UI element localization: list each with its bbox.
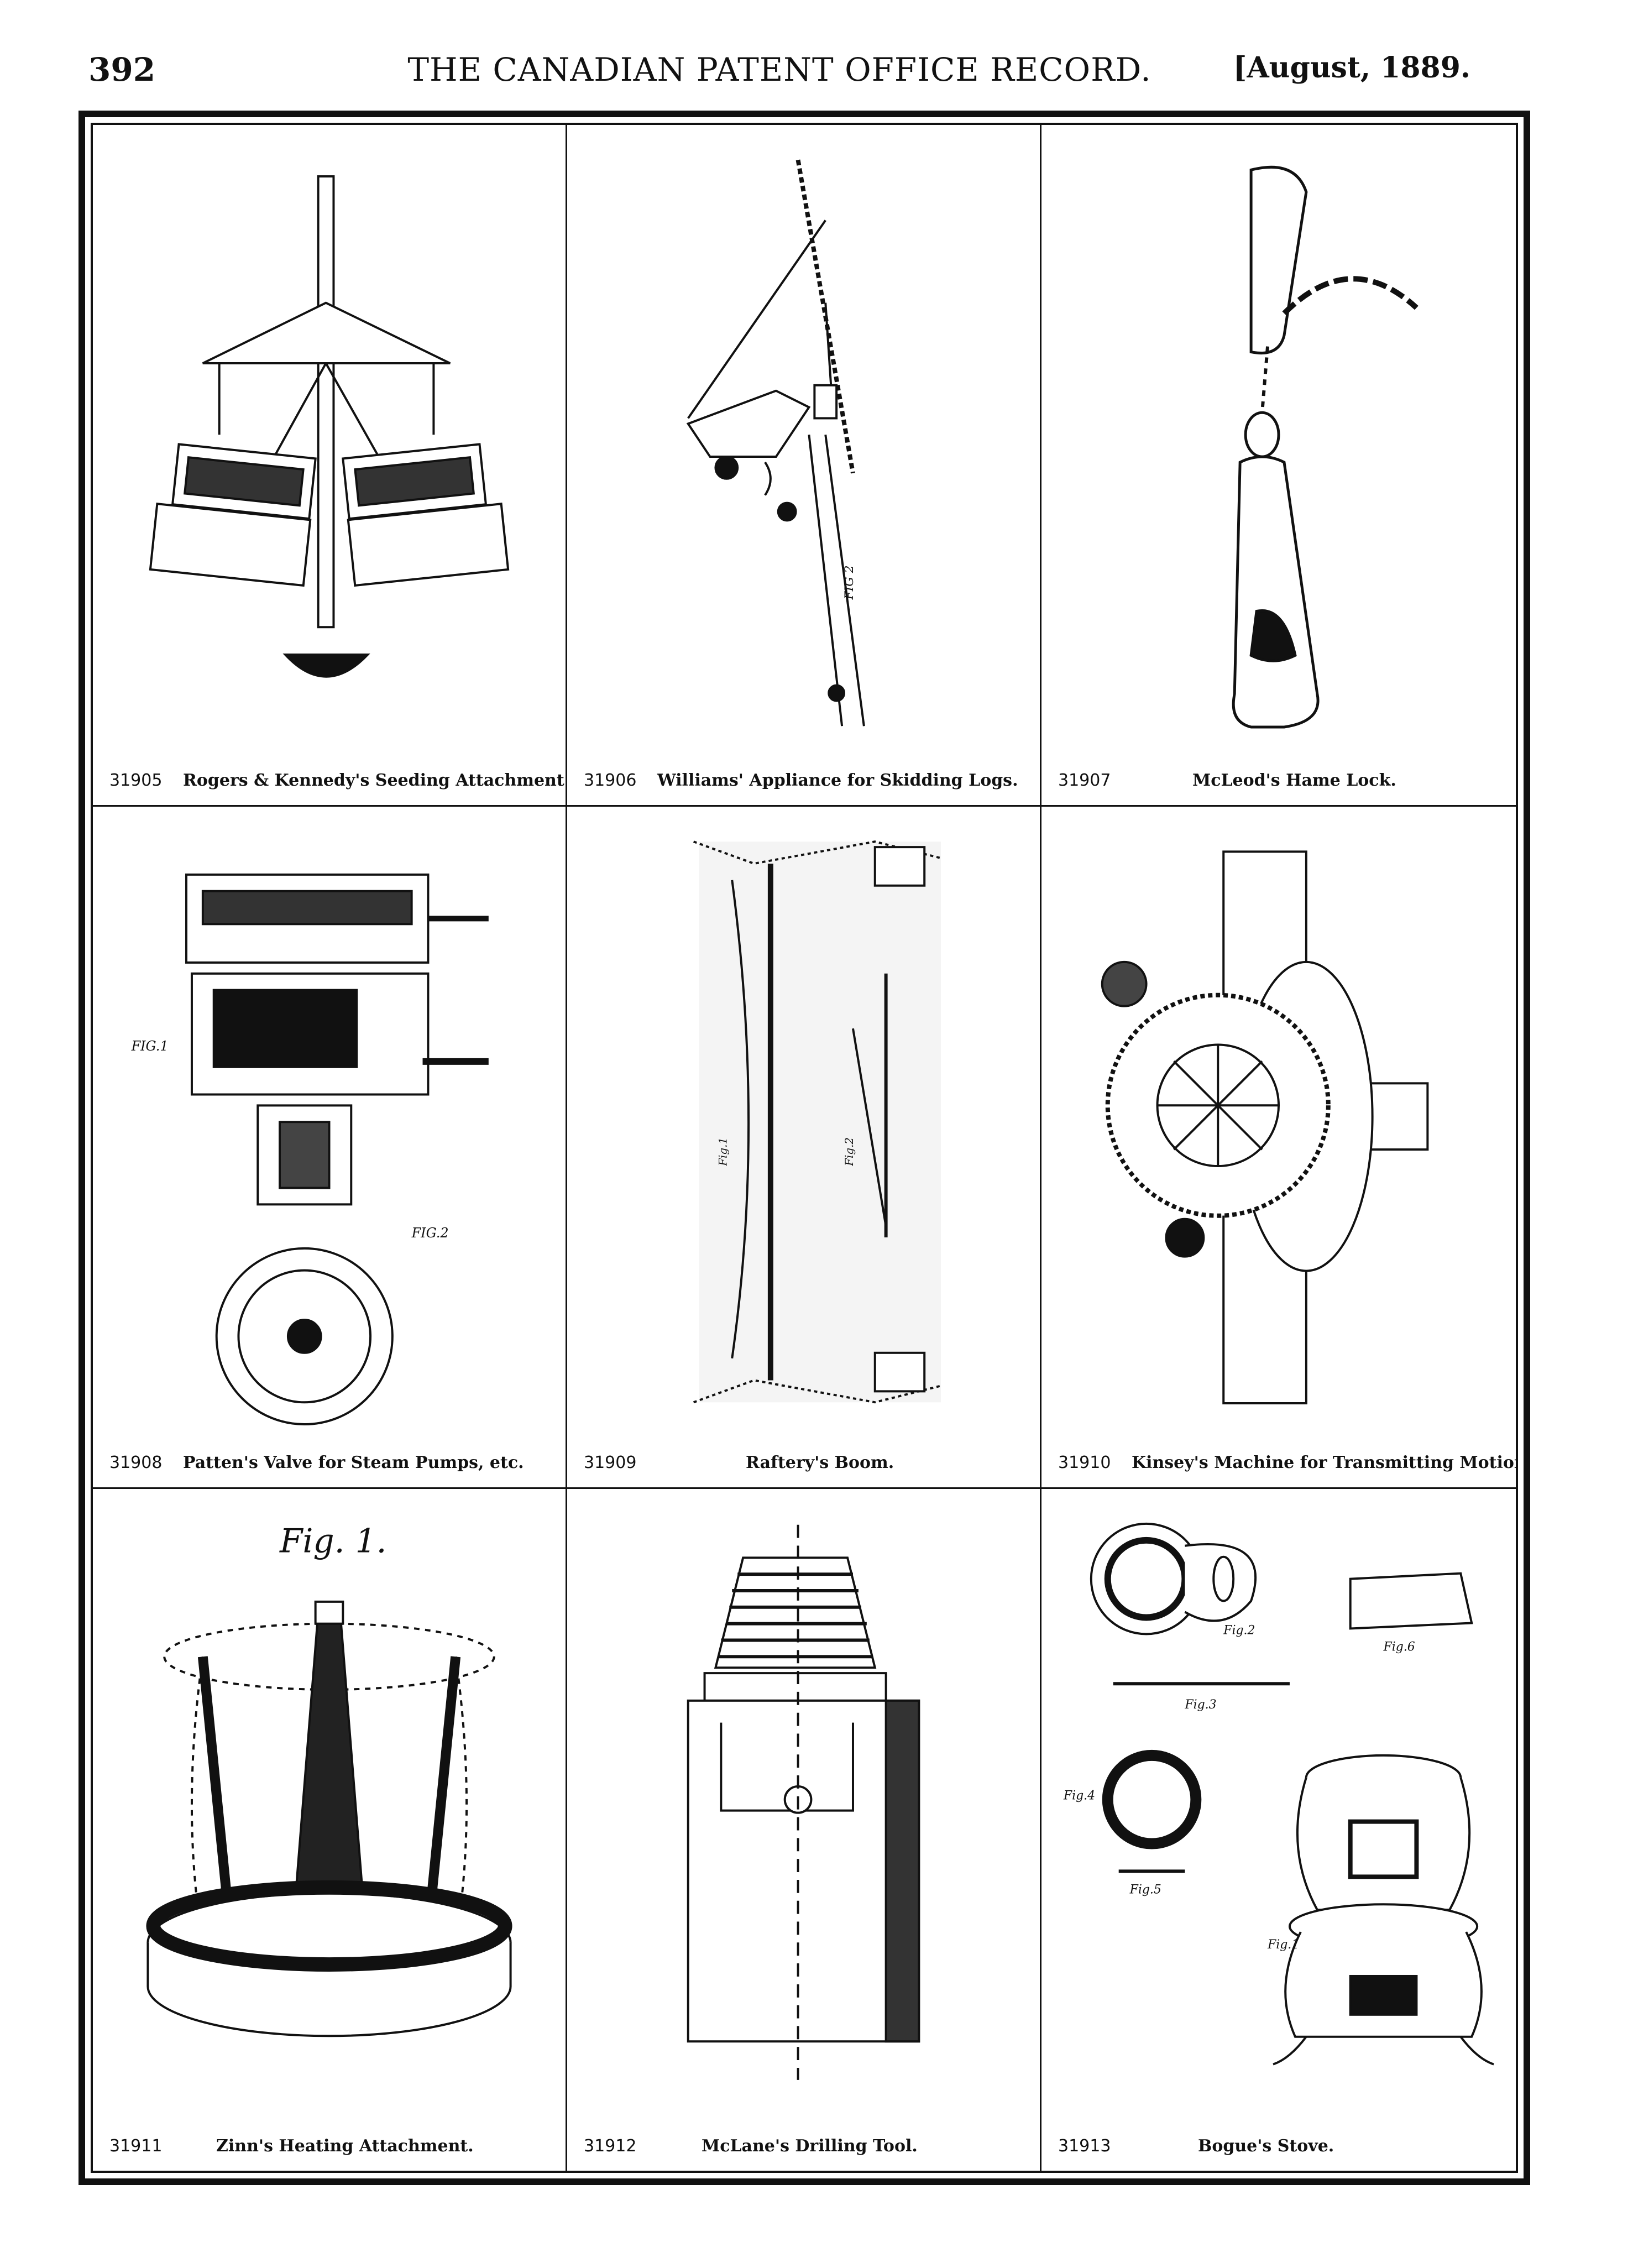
figure-hame-lock bbox=[1041, 125, 1516, 766]
patent-number: 31908 bbox=[109, 1452, 163, 1472]
patent-number: 31910 bbox=[1058, 1452, 1111, 1472]
patent-cell-31911: Fig. 1. 31911 Zinn's Heating Attachment. bbox=[93, 1488, 567, 2171]
figure-label: Fig.2 bbox=[843, 1137, 856, 1167]
page-header: 392 THE CANADIAN PATENT OFFICE RECORD. [… bbox=[88, 51, 1470, 95]
figure-label: Fig.5 bbox=[1129, 1883, 1161, 1896]
patent-caption: 31905 Rogers & Kennedy's Seeding Attachm… bbox=[109, 771, 566, 793]
patent-number: 31905 bbox=[109, 771, 163, 791]
figure-skidding-logs: FIG 2 bbox=[567, 125, 1040, 766]
patent-title: Williams' Appliance for Skidding Logs. bbox=[657, 771, 1018, 791]
patent-number: 31911 bbox=[109, 2136, 163, 2156]
patent-cell-31909: Fig.1 Fig.2 31909 Raftery's Boom. bbox=[567, 807, 1041, 1489]
page-number: 392 bbox=[88, 51, 156, 88]
figure-boom: Fig.1 Fig.2 bbox=[567, 807, 1040, 1448]
patent-title: Rogers & Kennedy's Seeding Attachment. bbox=[182, 771, 567, 791]
patent-title: Bogue's Stove. bbox=[1197, 2136, 1334, 2156]
figure-label: Fig.1 bbox=[716, 1137, 729, 1167]
figure-label: FIG 2 bbox=[842, 565, 856, 600]
patent-caption: 31911 Zinn's Heating Attachment. bbox=[109, 2136, 554, 2159]
patent-cell-31907: 31907 McLeod's Hame Lock. bbox=[1041, 125, 1516, 807]
patent-title: McLeod's Hame Lock. bbox=[1192, 771, 1396, 791]
patent-number: 31912 bbox=[584, 2136, 637, 2156]
patent-number: 31909 bbox=[584, 1452, 637, 1472]
figure-drilling-tool bbox=[567, 1489, 1040, 2132]
patent-grid: 31905 Rogers & Kennedy's Seeding Attachm… bbox=[91, 123, 1518, 2173]
figure-label: FIG.2 bbox=[411, 1225, 449, 1241]
patent-cell-31908: FIG.1 FIG.2 31908 Patten's Valve for Ste… bbox=[93, 807, 567, 1489]
figure-label: FIG.1 bbox=[131, 1038, 169, 1054]
patent-cell-31910: 31910 Kinsey's Machine for Transmitting … bbox=[1041, 807, 1516, 1489]
patent-caption: 31912 McLane's Drilling Tool. bbox=[584, 2136, 1029, 2159]
patent-number: 31907 bbox=[1058, 771, 1111, 791]
figure-label: Fig.4 bbox=[1063, 1789, 1095, 1802]
figure-label: Fig.3 bbox=[1184, 1698, 1216, 1712]
outer-border bbox=[78, 111, 1530, 2185]
patent-caption: 31909 Raftery's Boom. bbox=[584, 1453, 1029, 1475]
patent-caption: 31906 Williams' Appliance for Skidding L… bbox=[584, 771, 1029, 793]
patent-number: 31906 bbox=[584, 771, 637, 791]
patent-title: Zinn's Heating Attachment. bbox=[216, 2136, 474, 2156]
patent-title: Raftery's Boom. bbox=[745, 1452, 894, 1472]
patent-cell-31905: 31905 Rogers & Kennedy's Seeding Attachm… bbox=[93, 125, 567, 807]
patent-cell-31906: FIG 2 31906 Williams' Appliance for Skid… bbox=[567, 125, 1041, 807]
patent-title: Kinsey's Machine for Transmitting Motion bbox=[1131, 1452, 1516, 1472]
figure-label: Fig.6 bbox=[1383, 1640, 1415, 1654]
figure-transmitting-motion bbox=[1041, 807, 1516, 1448]
journal-title: THE CANADIAN PATENT OFFICE RECORD. bbox=[407, 51, 1152, 88]
issue-date: [August, 1889. bbox=[1233, 51, 1470, 85]
patent-number: 31913 bbox=[1058, 2136, 1111, 2156]
patent-title: McLane's Drilling Tool. bbox=[701, 2136, 918, 2156]
figure-stove: Fig.2 Fig.6 Fig.3 Fig.4 Fig.5 Fig.1 bbox=[1041, 1489, 1516, 2132]
patent-caption: 31907 McLeod's Hame Lock. bbox=[1058, 771, 1505, 793]
patent-cell-31913: Fig.2 Fig.6 Fig.3 Fig.4 Fig.5 Fig.1 3191… bbox=[1041, 1489, 1516, 2171]
figure-label: Fig.2 bbox=[1223, 1623, 1255, 1637]
figure-seeding-attachment bbox=[93, 125, 566, 766]
figure-steam-pump-valve: FIG.1 FIG.2 bbox=[93, 807, 566, 1448]
patent-title: Patten's Valve for Steam Pumps, etc. bbox=[182, 1452, 524, 1472]
figure-heating-attachment: Fig. 1. bbox=[93, 1489, 566, 2132]
patent-caption: 31910 Kinsey's Machine for Transmitting … bbox=[1058, 1452, 1516, 1475]
patent-caption: 31908 Patten's Valve for Steam Pumps, et… bbox=[109, 1453, 554, 1475]
patent-caption: 31913 Bogue's Stove. bbox=[1058, 2136, 1505, 2159]
figure-label: Fig. 1. bbox=[279, 1522, 386, 1560]
figure-label: Fig.1 bbox=[1267, 1938, 1299, 1952]
patent-cell-31912: 31912 McLane's Drilling Tool. bbox=[567, 1488, 1041, 2171]
